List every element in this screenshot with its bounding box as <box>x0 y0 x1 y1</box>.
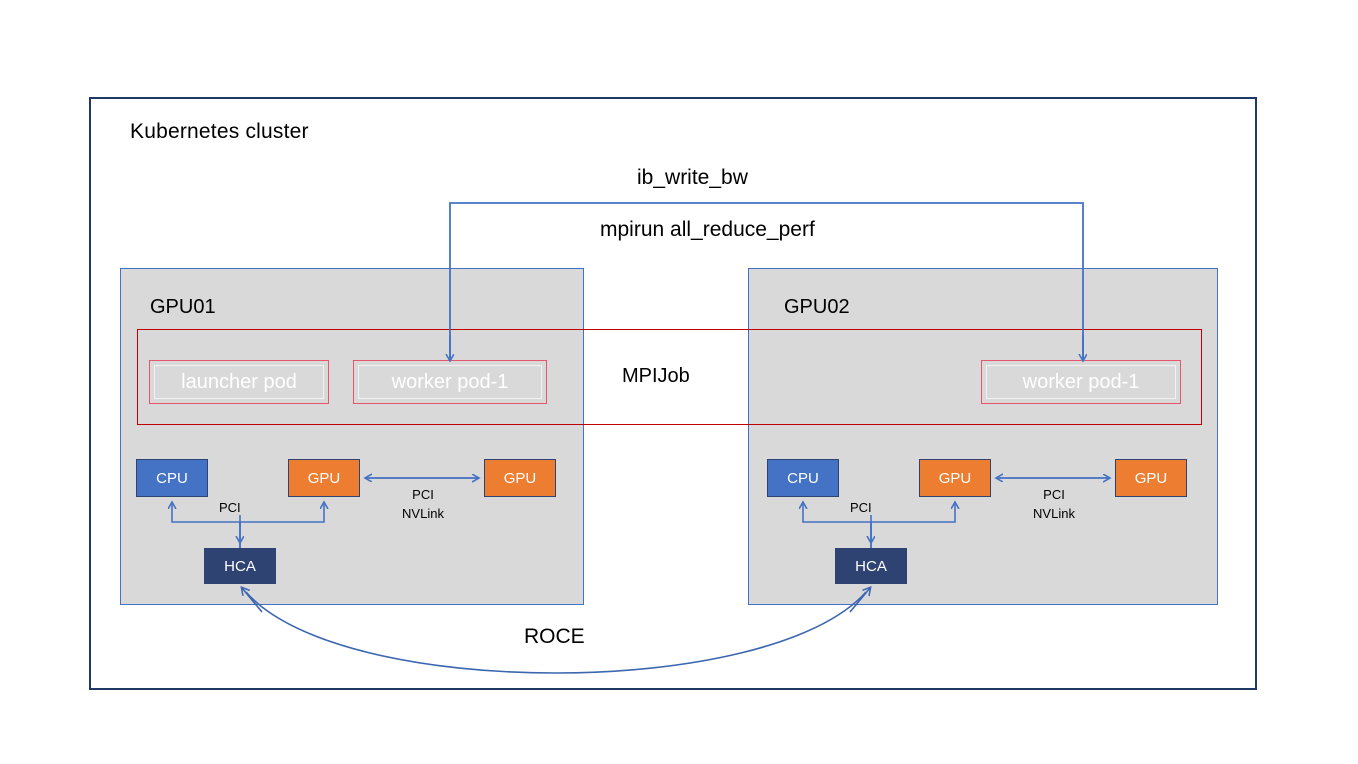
label-gpu02-pci-nvlink-2: NVLink <box>1033 506 1075 521</box>
cluster-title: Kubernetes cluster <box>130 120 309 143</box>
pod-worker-1-gpu01-label: worker pod-1 <box>391 370 509 393</box>
chip-gpu01-cpu: CPU <box>136 459 208 497</box>
chip-gpu01-hca: HCA <box>204 548 276 584</box>
label-gpu01-pci: PCI <box>219 500 241 515</box>
pod-worker-1-gpu01-inner: worker pod-1 <box>358 365 542 399</box>
chip-gpu02-gpu-a: GPU <box>919 459 991 497</box>
label-roce: ROCE <box>524 625 585 648</box>
pod-worker-1-gpu02-label: worker pod-1 <box>1022 370 1140 393</box>
chip-gpu02-gpu-b: GPU <box>1115 459 1187 497</box>
node-title-gpu01: GPU01 <box>150 296 216 318</box>
pod-worker-1-gpu02: worker pod-1 <box>981 360 1181 404</box>
chip-gpu02-hca: HCA <box>835 548 907 584</box>
label-mpirun-all-reduce-perf: mpirun all_reduce_perf <box>600 218 815 241</box>
pod-launcher-inner: launcher pod <box>154 365 324 399</box>
chip-gpu01-gpu-b: GPU <box>484 459 556 497</box>
pod-worker-1-gpu01: worker pod-1 <box>353 360 547 404</box>
node-title-gpu02: GPU02 <box>784 296 850 318</box>
pod-worker-1-gpu02-inner: worker pod-1 <box>986 365 1176 399</box>
label-gpu01-pci-nvlink-2: NVLink <box>402 506 444 521</box>
mpijob-label: MPIJob <box>622 365 690 387</box>
label-gpu02-pci: PCI <box>850 500 872 515</box>
panel-gap-spacer <box>585 269 748 604</box>
label-gpu01-pci-nvlink-1: PCI <box>412 487 434 502</box>
label-gpu02-pci-nvlink-1: PCI <box>1043 487 1065 502</box>
pod-launcher-label: launcher pod <box>181 370 297 393</box>
label-ib-write-bw: ib_write_bw <box>637 166 748 189</box>
chip-gpu02-cpu: CPU <box>767 459 839 497</box>
chip-gpu01-gpu-a: GPU <box>288 459 360 497</box>
pod-launcher: launcher pod <box>149 360 329 404</box>
